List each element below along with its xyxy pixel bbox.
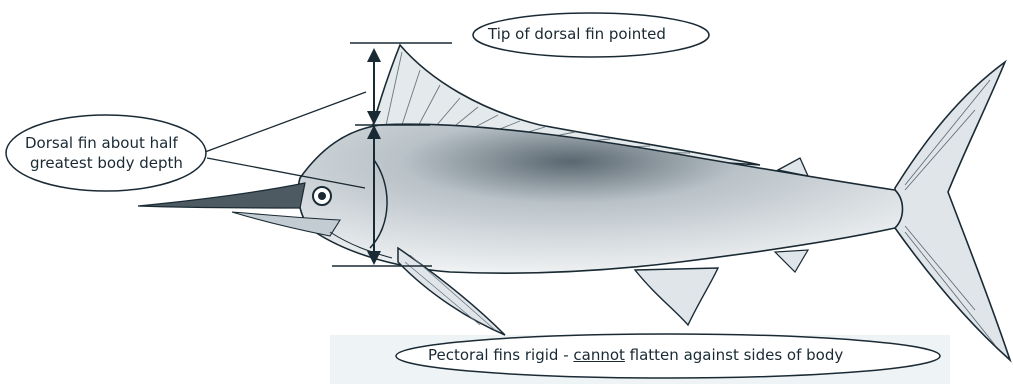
dorsal-half-label-line1: Dorsal fin about half <box>25 134 178 153</box>
eye-pupil <box>318 192 326 200</box>
dorsal-half-bubble <box>6 115 206 191</box>
pectoral-label-end: flatten against sides of body <box>625 346 843 364</box>
second-anal-fin <box>775 250 808 272</box>
bill <box>138 183 305 208</box>
pectoral-label: Pectoral fins rigid - cannot flatten aga… <box>428 346 843 365</box>
pectoral-label-emphasis: cannot <box>573 346 625 364</box>
dorsal-tip-label: Tip of dorsal fin pointed <box>488 25 666 44</box>
anal-fin <box>635 268 718 325</box>
pectoral-label-start: Pectoral fins rigid - <box>428 346 573 364</box>
dorsal-half-label-line2: greatest body depth <box>30 154 183 173</box>
tail-fin <box>895 62 1010 360</box>
fish-body <box>298 124 902 273</box>
